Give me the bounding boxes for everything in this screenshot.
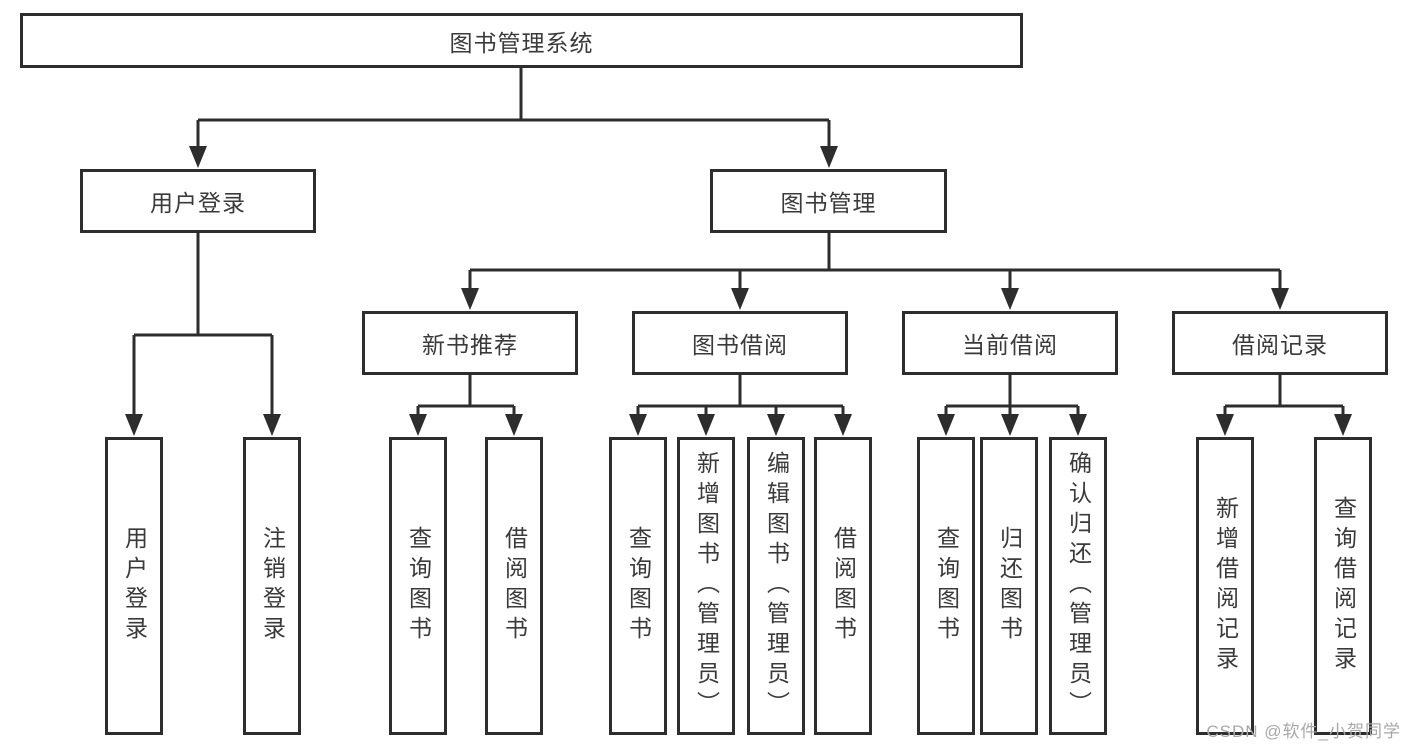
arrow-down-icon	[1271, 288, 1289, 310]
node-book-management: 图书管理	[710, 169, 947, 233]
node-new-book-recommend: 新书推荐	[362, 311, 578, 375]
arrow-down-icon	[937, 414, 955, 436]
arrow-down-icon	[1001, 288, 1019, 310]
node-leaf-return-books: 归还图书	[980, 437, 1038, 735]
node-book-borrow: 图书借阅	[632, 311, 848, 375]
connector-current-borrow-to-leaves	[937, 375, 1087, 436]
node-leaf-current-query-books: 查询图书	[917, 437, 975, 735]
arrow-down-icon	[189, 146, 207, 168]
node-borrow-records: 借阅记录	[1172, 311, 1388, 375]
arrow-down-icon	[505, 414, 523, 436]
node-leaf-add-books-admin: 新增图书（管理员）	[677, 437, 735, 735]
arrow-down-icon	[629, 414, 647, 436]
node-leaf-borrow-books: 借阅图书	[814, 437, 872, 735]
connector-book-management-to-level3	[461, 233, 1289, 310]
csdn-watermark: CSDN @软件_小贺同学	[1206, 722, 1401, 741]
arrow-down-icon	[820, 146, 838, 168]
node-leaf-edit-books-admin: 编辑图书（管理员）	[747, 437, 805, 735]
arrow-down-icon	[125, 414, 143, 436]
connector-new-book-recommend-to-leaves	[409, 375, 523, 436]
arrow-down-icon	[834, 414, 852, 436]
node-leaf-recommend-borrow-books: 借阅图书	[485, 437, 543, 735]
node-leaf-user-login: 用户登录	[105, 437, 163, 735]
node-leaf-confirm-return-admin: 确认归还（管理员）	[1049, 437, 1107, 735]
node-leaf-recommend-query-books: 查询图书	[389, 437, 447, 735]
connector-root-to-level2	[189, 68, 838, 168]
arrow-down-icon	[1001, 414, 1019, 436]
node-leaf-borrow-query-books: 查询图书	[609, 437, 667, 735]
arrow-down-icon	[461, 288, 479, 310]
arrow-down-icon	[409, 414, 427, 436]
arrow-down-icon	[1216, 414, 1234, 436]
arrow-down-icon	[697, 414, 715, 436]
connector-book-borrow-to-leaves	[629, 375, 852, 436]
connector-borrow-records-to-leaves	[1216, 375, 1352, 436]
arrow-down-icon	[1334, 414, 1352, 436]
arrow-down-icon	[263, 414, 281, 436]
connector-user-login-to-leaves	[125, 233, 281, 436]
node-user-login: 用户登录	[80, 169, 316, 233]
arrow-down-icon	[1069, 414, 1087, 436]
node-leaf-query-borrow-record: 查询借阅记录	[1314, 437, 1372, 735]
node-current-borrow: 当前借阅	[902, 311, 1118, 375]
arrow-down-icon	[731, 288, 749, 310]
node-root: 图书管理系统	[20, 13, 1023, 68]
node-leaf-logout: 注销登录	[243, 437, 301, 735]
arrow-down-icon	[767, 414, 785, 436]
node-leaf-add-borrow-record: 新增借阅记录	[1196, 437, 1254, 735]
